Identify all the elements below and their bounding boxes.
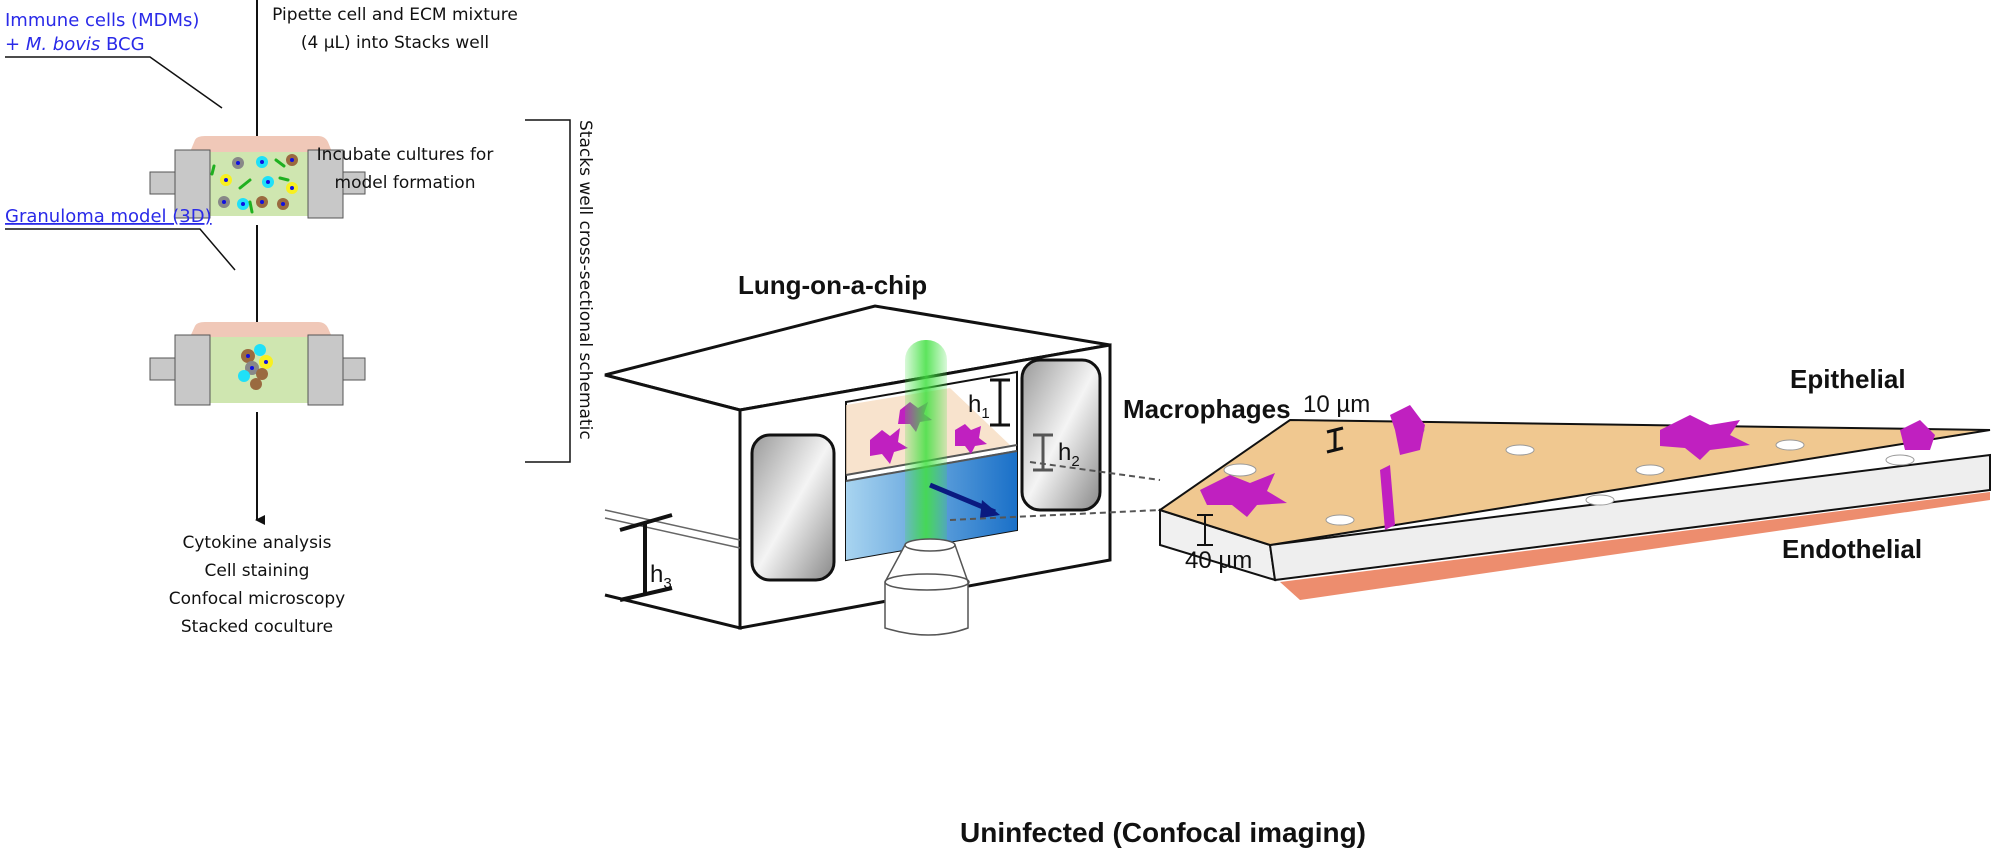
granuloma-leader-line bbox=[5, 228, 236, 271]
step2-line1: Incubate cultures for bbox=[317, 145, 494, 165]
granuloma-cluster-icon bbox=[238, 344, 273, 390]
immune-cells-label: Immune cells (MDMs) bbox=[5, 10, 199, 31]
immune-leader-line bbox=[5, 56, 223, 109]
chip-title: Lung-on-a-chip bbox=[738, 270, 927, 300]
h1-marker bbox=[990, 378, 1010, 427]
step1-line2: (4 µL) into Stacks well bbox=[301, 33, 489, 53]
bracket bbox=[525, 119, 571, 463]
bracket-label: Stacks well cross-sectional schematic bbox=[575, 120, 595, 440]
thickness-marker-bottom bbox=[1197, 514, 1213, 546]
granuloma-label: Granuloma model (3D) bbox=[5, 206, 212, 227]
chip-port-left bbox=[750, 433, 836, 582]
macrophages-on-membrane bbox=[1200, 405, 1935, 530]
stacks-well-2 bbox=[149, 322, 366, 406]
bacteria bbox=[210, 158, 290, 214]
output-cytokine: Cytokine analysis bbox=[182, 533, 331, 553]
thickness-marker-top bbox=[1326, 426, 1344, 454]
objective-lens-icon bbox=[884, 538, 970, 636]
h1-label: h1 bbox=[968, 391, 990, 422]
epithelial-layer bbox=[1157, 418, 1991, 547]
projection-line-bottom bbox=[949, 509, 1161, 521]
immune-cells bbox=[218, 154, 298, 210]
h3-label: h3 bbox=[650, 561, 672, 592]
h2-label: h2 bbox=[1058, 439, 1080, 470]
step2-line2: model formation bbox=[335, 173, 476, 193]
output-staining: Cell staining bbox=[205, 561, 310, 581]
stacks-well-1 bbox=[149, 136, 366, 219]
confocal-beam bbox=[905, 340, 947, 560]
step1-line1: Pipette cell and ECM mixture bbox=[272, 5, 518, 25]
thickness-top-label: 10 µm bbox=[1303, 391, 1370, 418]
macrophages-label: Macrophages bbox=[1123, 394, 1291, 424]
endothelial-layer bbox=[1280, 492, 1990, 600]
chip-caption: Uninfected (Confocal imaging) bbox=[960, 817, 1366, 848]
thickness-bottom-label: 40 µm bbox=[1185, 547, 1252, 574]
output-coculture: Stacked coculture bbox=[181, 617, 333, 637]
endothelial-label: Endothelial bbox=[1782, 534, 1922, 564]
chip-port-right bbox=[1020, 358, 1102, 512]
epithelial-label: Epithelial bbox=[1790, 364, 1906, 394]
membrane-slab bbox=[1157, 405, 1991, 600]
chip-rails bbox=[604, 509, 741, 549]
h3-marker bbox=[619, 513, 673, 602]
projection-line-top bbox=[1029, 461, 1161, 481]
bcg-label: + M. bovis BCG bbox=[5, 34, 145, 55]
output-confocal: Confocal microscopy bbox=[169, 589, 345, 609]
flow-direction-arrowhead bbox=[980, 500, 1000, 518]
